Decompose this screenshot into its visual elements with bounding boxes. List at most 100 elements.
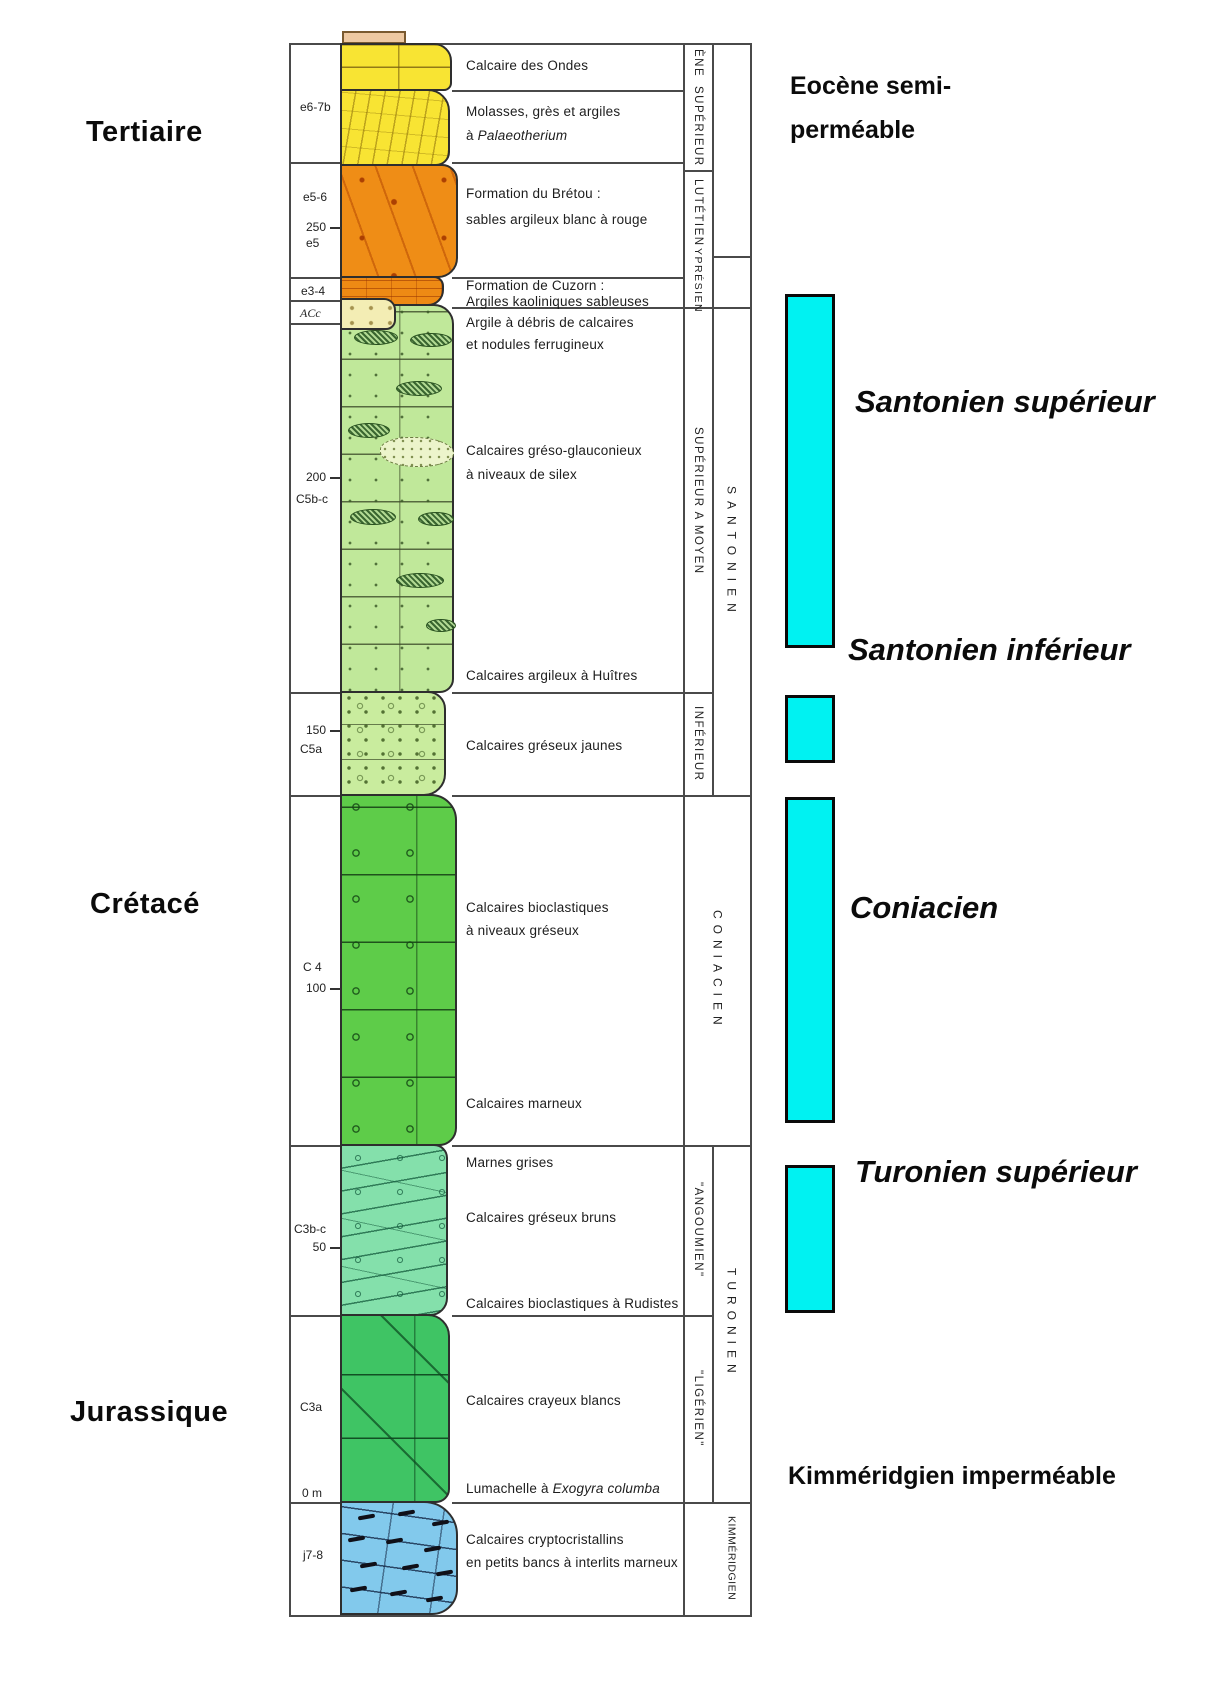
litho-santonien-superieur-moyen: [340, 304, 456, 693]
desc-bioclastiques-line1: Calcaires bioclastiques: [466, 900, 609, 915]
marl-dash: [385, 1537, 404, 1545]
frame-top-line: [289, 43, 752, 45]
stage-label-eocene-part: ÈNE: [692, 48, 704, 78]
scale-50: 50: [312, 1240, 326, 1254]
silex-nodule: [426, 619, 456, 632]
stage-label-ypresien: YPRÉSIEN: [692, 248, 704, 314]
desc-bretou-line1: Formation du Brétou :: [466, 186, 601, 201]
desc-molasses-line1: Molasses, grès et argiles: [466, 104, 621, 119]
silex-nodule: [396, 573, 444, 588]
marl-dash: [431, 1519, 450, 1527]
row-line-coniacien-turonien: [452, 1145, 750, 1147]
era-label-jurassique: Jurassique: [70, 1396, 229, 1428]
row-line-angoumien-ligerien-left: [289, 1315, 340, 1317]
stage-label-santonien: SANTONIEN: [724, 486, 739, 619]
litho-coniacien: [340, 794, 457, 1146]
aquifer-bar-turonien: [785, 1165, 835, 1313]
note-eocene-line2: perméable: [790, 116, 916, 144]
litho-molasses: [340, 89, 450, 166]
label-santonien-inferieur: Santonien inférieur: [848, 632, 1131, 667]
scale-250: 250: [305, 220, 326, 234]
desc-argile-line1: Argile à débris de calcaires: [466, 315, 634, 330]
desc-marneux: Calcaires marneux: [466, 1096, 582, 1111]
desc-marnes-grises: Marnes grises: [466, 1155, 554, 1170]
row-line-molasses-bretou: [452, 162, 683, 164]
desc-molasses-species: Palaeotherium: [477, 128, 568, 143]
litho-calcaire-des-ondes: [340, 43, 452, 91]
stage-label-inferieur: INFÉRIEUR: [692, 705, 704, 782]
desc-greseux-jaunes: Calcaires gréseux jaunes: [466, 738, 623, 753]
scale-150: 150: [305, 723, 326, 737]
silex-nodule: [396, 381, 442, 396]
desc-crypto-line1: Calcaires cryptocristallins: [466, 1532, 624, 1547]
label-turonien-superieur: Turonien supérieur: [855, 1154, 1137, 1189]
substage-stage-divider-upper: [712, 43, 714, 795]
desc-crayeux-blancs: Calcaires crayeux blancs: [466, 1393, 621, 1408]
desc-lumachelle-prefix: Lumachelle à: [466, 1481, 553, 1496]
notation-e6-7b: e6-7b: [300, 100, 331, 114]
stage-label-turonien: TURONIEN: [724, 1268, 739, 1379]
litho-ligerien: [340, 1314, 450, 1503]
aquifer-bar-coniacien: [785, 797, 835, 1123]
sandy-lens: [380, 437, 454, 467]
marl-dash: [359, 1561, 378, 1569]
marl-dash: [423, 1545, 442, 1553]
row-line-ypresien-santonien: [452, 307, 750, 309]
note-eocene-semipermeable: Eocène semi- perméable: [790, 64, 951, 152]
notation-e5-6: e5-6: [303, 190, 328, 204]
marl-dash: [425, 1595, 444, 1603]
litho-angoumien: [340, 1144, 448, 1316]
silex-nodule: [348, 423, 390, 438]
desc-substage-divider: [683, 43, 685, 1617]
litho-calcaires-greseux-jaunes: [340, 691, 446, 796]
frame-bottom-line: [289, 1615, 752, 1617]
desc-huitres: Calcaires argileux à Huîtres: [466, 668, 638, 683]
notation-e3-4: e3-4: [301, 284, 326, 298]
notation-c3b-c: C3b-c: [294, 1222, 327, 1236]
note-kimmeridgien-impermeable: Kimméridgien imperméable: [788, 1462, 1116, 1490]
desc-greso-line1: Calcaires gréso-glauconieux: [466, 443, 642, 458]
scale-0m: 0 m: [301, 1486, 322, 1500]
desc-greso-line2: à niveaux de silex: [466, 467, 577, 482]
era-label-cretace: Crétacé: [90, 888, 200, 920]
notation-c5b-c: C5b-c: [296, 492, 329, 506]
note-eocene-line1: Eocène semi-: [790, 72, 952, 100]
row-line-santonien-coniacien-left: [289, 795, 340, 797]
desc-cuzorn-line1: Formation de Cuzorn :: [466, 278, 605, 293]
notation-e5: e5: [306, 236, 320, 250]
desc-cuzorn-line2: Argiles kaoliniques sableuses: [466, 294, 649, 309]
scale-tick-50: [330, 1247, 341, 1249]
desc-bioclastiques-line2: à niveaux gréseux: [466, 923, 579, 938]
desc-molasses-line2: à Palaeotherium: [466, 128, 567, 143]
marl-dash: [389, 1589, 408, 1597]
substage-stage-divider-turonien: [712, 1145, 714, 1502]
desc-lumachelle: Lumachelle à Exogyra columba: [466, 1481, 660, 1496]
desc-rudistes: Calcaires bioclastiques à Rudistes: [466, 1296, 679, 1311]
silex-nodule: [418, 512, 454, 526]
stage-label-eocene-superieur: SUPÉRIEUR: [692, 85, 704, 167]
stage-label-santonien-sup-moyen: SUPÉRIEUR A MOYEN: [692, 427, 704, 575]
row-line-santonien-sup-inf: [452, 692, 712, 694]
row-line-coniacien-turonien-left: [289, 1145, 340, 1147]
stage-label-kimmeridgien: KIMMÉRIDGIEN: [725, 1516, 738, 1601]
row-line-acc-bottom: [289, 323, 340, 325]
scale-tick-250: [330, 227, 341, 229]
silex-nodule: [354, 330, 398, 345]
silex-nodule: [350, 509, 396, 525]
litho-acc-sliver: [340, 298, 396, 330]
label-santonien-superieur: Santonien supérieur: [855, 384, 1155, 419]
row-line-bretou-cuzorn: [452, 277, 683, 279]
row-line-cretace-jurassique: [452, 1502, 750, 1504]
scale-tick-200: [330, 477, 341, 479]
desc-molasses-prefix: à: [466, 128, 478, 143]
desc-calcaire-des-ondes: Calcaire des Ondes: [466, 58, 589, 73]
notation-c5a: C5a: [300, 742, 323, 756]
row-line-e67b-left: [289, 162, 340, 164]
frame-right-line: [750, 43, 752, 1617]
row-line-stage-tick: [712, 256, 750, 258]
frame-left-line: [289, 43, 291, 1617]
aquifer-bar-santonien: [785, 294, 835, 648]
desc-lumachelle-species: Exogyra columba: [552, 1481, 660, 1496]
stage-label-ligerien: "LIGÉRIEN": [692, 1370, 704, 1447]
